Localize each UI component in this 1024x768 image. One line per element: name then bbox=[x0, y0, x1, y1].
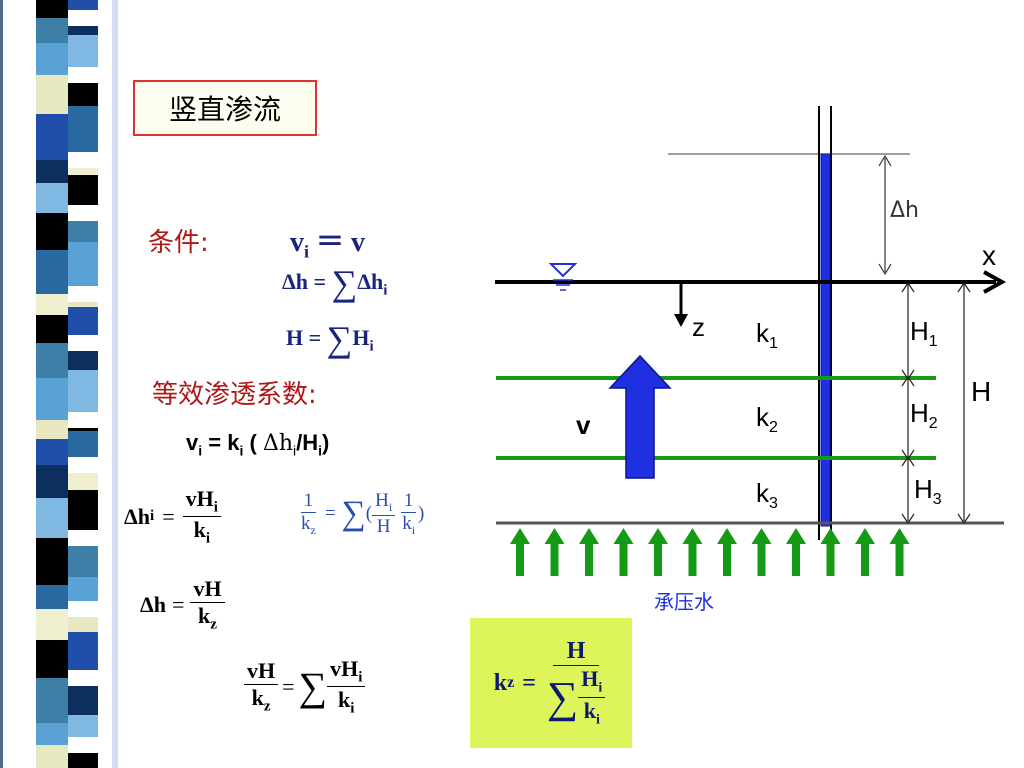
total-thickness-dimension bbox=[957, 281, 971, 525]
z-axis-label: z bbox=[692, 312, 705, 342]
x-axis-arrowhead bbox=[983, 270, 1007, 294]
x-axis-label: x bbox=[982, 240, 996, 271]
formula-dh-total: Δh = vH kz bbox=[140, 576, 225, 633]
confined-water-arrow-icon bbox=[544, 528, 565, 576]
confined-water-arrow-icon bbox=[613, 528, 634, 576]
H-total-label: H bbox=[971, 376, 992, 407]
flow-arrow-up-icon bbox=[608, 354, 672, 479]
confined-water-arrow-icon bbox=[510, 528, 530, 576]
formula-vh-kz-sum: vH kz = ∑ vHi ki bbox=[244, 656, 366, 718]
k1-label: k1 bbox=[756, 318, 778, 353]
piezometer-water-column bbox=[820, 153, 831, 527]
formula-dh-sum: Δh = ∑Δhi bbox=[282, 263, 388, 303]
confined-water-arrow-icon bbox=[682, 528, 703, 576]
confined-water-arrow-icon bbox=[751, 528, 772, 576]
k2-label: k2 bbox=[756, 402, 778, 437]
formula-H-sum: H = ∑Hi bbox=[286, 319, 374, 359]
dh-label: Δh bbox=[890, 198, 919, 223]
H3-label: H3 bbox=[914, 474, 942, 509]
confined-water-arrow-icon bbox=[648, 528, 668, 576]
confined-water-arrow-icon bbox=[820, 528, 841, 576]
layer-thickness-dimensions bbox=[901, 281, 915, 525]
slide-title: 竖直渗流 bbox=[133, 80, 317, 136]
H1-label: H1 bbox=[910, 316, 938, 351]
confined-water-arrow-icon bbox=[717, 528, 737, 576]
confined-water-arrows bbox=[510, 528, 910, 576]
H2-label: H2 bbox=[910, 398, 938, 433]
condition-label: 条件: bbox=[148, 228, 209, 258]
confined-water-arrow-icon bbox=[786, 528, 806, 576]
confined-water-arrow-icon bbox=[855, 528, 875, 576]
velocity-label: v bbox=[576, 410, 591, 440]
equivalent-permeability-label: 等效渗透系数: bbox=[152, 380, 317, 410]
confined-water-arrow-icon bbox=[889, 528, 910, 576]
confined-water-label: 承压水 bbox=[654, 590, 714, 614]
confined-water-arrow-icon bbox=[579, 528, 599, 576]
formula-vi-eq-v: vi ＝ v bbox=[290, 227, 366, 262]
water-table-icon bbox=[548, 263, 578, 291]
decorative-strip bbox=[0, 0, 118, 768]
k3-label: k3 bbox=[756, 478, 778, 513]
formula-vi-ki: vi = ki ( Δhi/Hi) bbox=[186, 430, 330, 459]
